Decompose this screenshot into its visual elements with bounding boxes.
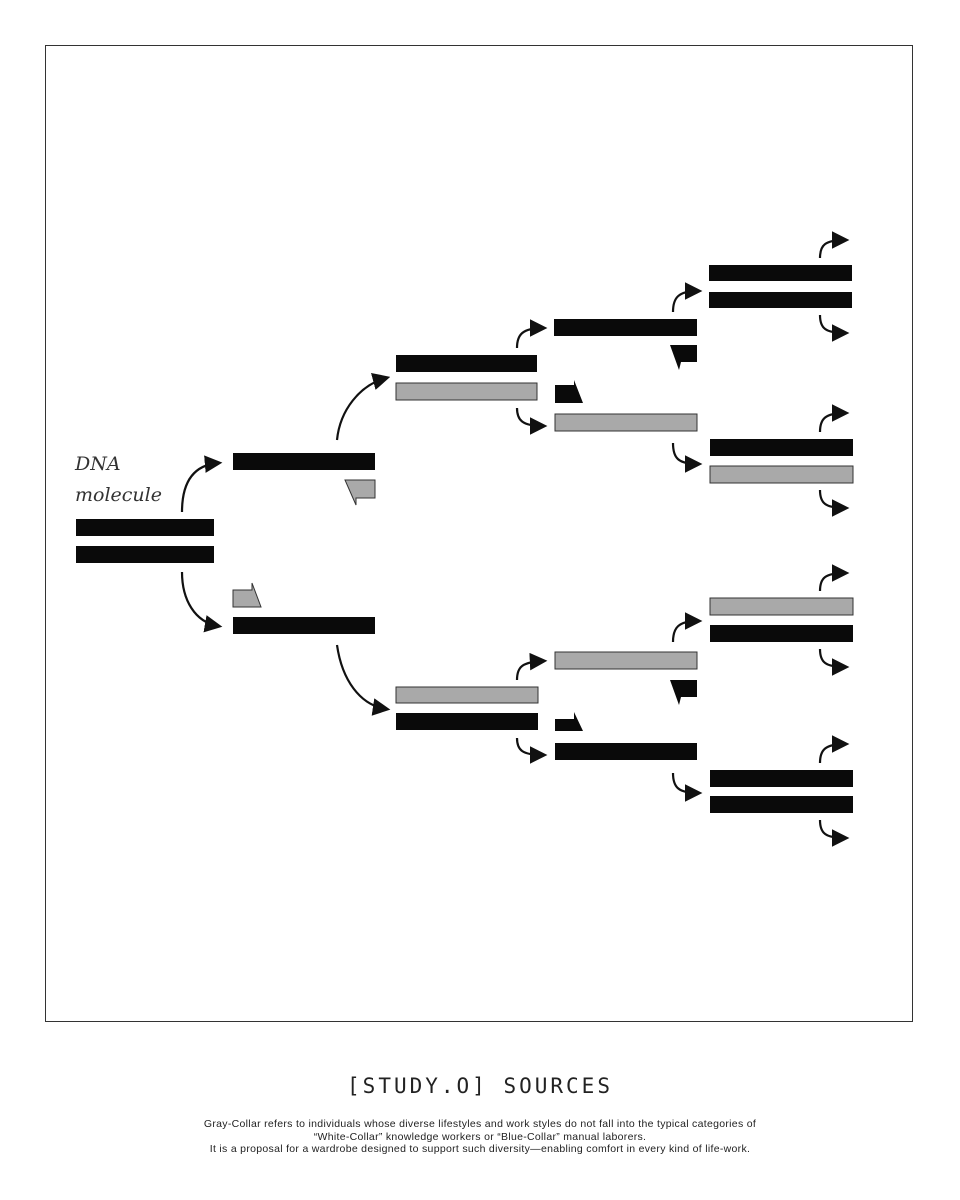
footer-title: [STUDY.O] SOURCES — [347, 1074, 613, 1098]
arrow-up — [818, 735, 850, 764]
arrow-down — [818, 314, 850, 342]
strand — [709, 292, 852, 308]
strand — [555, 743, 697, 760]
diagram-frame — [45, 45, 913, 1022]
new-strand — [709, 465, 854, 484]
strand — [710, 770, 853, 787]
strand — [709, 265, 852, 281]
new-strand — [554, 413, 698, 432]
strand — [710, 625, 853, 642]
strand — [710, 796, 853, 813]
arrow-up — [671, 282, 703, 313]
primer — [344, 479, 376, 506]
strand — [396, 355, 537, 372]
arrow-down — [515, 737, 548, 764]
parent-strand-bottom — [76, 546, 214, 563]
primer — [555, 712, 583, 731]
primer — [555, 380, 583, 403]
caption-line: “White-Collar” knowledge workers or “Blu… — [313, 1130, 647, 1143]
new-strand — [709, 597, 854, 616]
arrow-up — [515, 652, 548, 681]
arrow-up — [515, 319, 548, 349]
dna-label-line2: molecule — [75, 484, 162, 506]
dna-label-line1: DNA — [74, 453, 121, 475]
strand — [233, 453, 375, 470]
strand — [554, 319, 697, 336]
arrow-up — [180, 455, 223, 513]
arrow-down — [515, 407, 548, 435]
new-strand — [395, 382, 538, 401]
footer-caption: Gray-Collar refers to individuals whose … — [0, 1118, 960, 1156]
arrow-up — [671, 612, 703, 643]
caption-line: Gray-Collar refers to individuals whose … — [203, 1118, 757, 1130]
strand — [710, 439, 853, 456]
parent-strand-top — [76, 519, 214, 536]
arrow-down — [818, 819, 850, 847]
primer — [232, 582, 262, 608]
primer — [670, 345, 697, 370]
arrow-up — [818, 231, 850, 259]
arrow-down — [335, 644, 391, 716]
new-strand — [395, 686, 539, 704]
arrow-down — [671, 442, 703, 473]
arrow-down — [671, 772, 703, 802]
new-strand — [554, 651, 698, 670]
strand — [396, 713, 538, 730]
arrow-up — [818, 404, 850, 433]
arrow-up — [335, 372, 391, 441]
dna-replication-diagram: DNA molecule — [74, 231, 854, 847]
caption-line: It is a proposal for a wardrobe designed… — [209, 1143, 751, 1155]
arrow-down — [818, 489, 850, 517]
arrow-down — [180, 571, 223, 633]
arrow-down — [818, 648, 850, 676]
arrow-up — [818, 564, 850, 592]
primer — [670, 680, 697, 705]
strand — [233, 617, 375, 634]
